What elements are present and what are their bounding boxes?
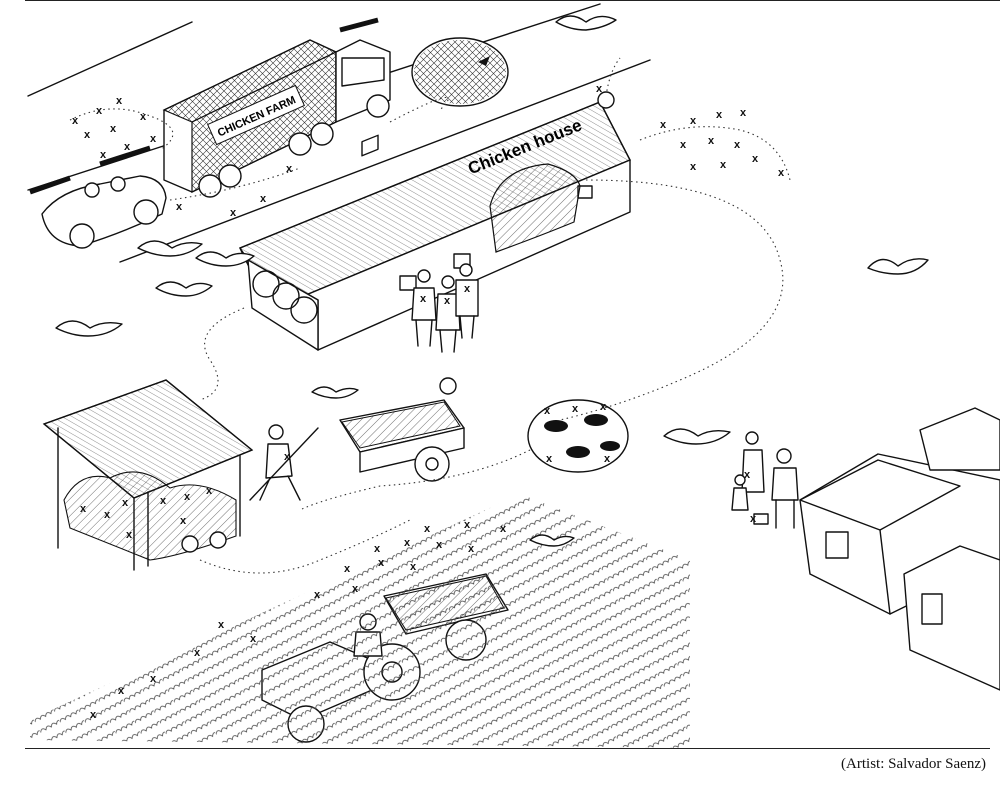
svg-text:x: x: [708, 135, 715, 147]
svg-text:x: x: [150, 673, 157, 685]
svg-text:x: x: [690, 161, 697, 173]
svg-text:x: x: [600, 401, 607, 413]
svg-text:x: x: [184, 491, 191, 503]
flies-inset: [527, 399, 629, 473]
svg-text:x: x: [122, 497, 129, 509]
svg-text:x: x: [84, 129, 91, 141]
svg-text:x: x: [160, 495, 167, 507]
svg-text:x: x: [140, 111, 147, 123]
svg-text:x: x: [444, 295, 451, 307]
worker-with-pitchfork: [249, 424, 319, 501]
houses: [799, 407, 1000, 691]
svg-text:x: x: [690, 115, 697, 127]
svg-text:x: x: [180, 515, 187, 527]
svg-text:x: x: [110, 123, 117, 135]
svg-text:x: x: [72, 115, 79, 127]
transmission-paths: [69, 57, 791, 574]
svg-text:x: x: [374, 543, 381, 555]
family-group: [731, 431, 799, 529]
svg-text:x: x: [500, 523, 507, 535]
svg-text:x: x: [284, 451, 291, 463]
bird-nest-inset: [439, 377, 457, 395]
svg-text:x: x: [218, 619, 225, 631]
chicken-farm-truck: CHICKEN FARM: [162, 39, 391, 198]
svg-text:x: x: [118, 685, 125, 697]
svg-text:x: x: [596, 83, 603, 95]
top-rule: [25, 0, 1000, 1]
car: [41, 175, 167, 249]
svg-text:x: x: [96, 105, 103, 117]
svg-text:x: x: [100, 149, 107, 161]
manure-trailer: [339, 399, 465, 482]
net-mesh: [414, 40, 506, 104]
svg-text:x: x: [468, 543, 475, 555]
svg-text:x: x: [716, 109, 723, 121]
svg-text:x: x: [720, 159, 727, 171]
svg-text:x: x: [90, 709, 97, 721]
svg-text:x: x: [344, 563, 351, 575]
svg-text:x: x: [250, 633, 257, 645]
flying-birds: [55, 15, 929, 547]
svg-text:x: x: [80, 503, 87, 515]
svg-text:x: x: [314, 589, 321, 601]
svg-text:x: x: [778, 167, 785, 179]
bottom-rule: [25, 748, 990, 749]
svg-text:x: x: [464, 519, 471, 531]
svg-text:x: x: [544, 405, 551, 417]
svg-text:x: x: [104, 509, 111, 521]
svg-text:x: x: [572, 403, 579, 415]
svg-text:x: x: [464, 283, 471, 295]
svg-text:x: x: [124, 141, 131, 153]
svg-text:x: x: [660, 119, 667, 131]
artist-credit: (Artist: Salvador Saenz): [841, 756, 986, 772]
workers-group: [411, 263, 479, 353]
svg-text:x: x: [286, 163, 293, 175]
contamination-marks: x x x x x x x x x x x x x x x x x x x x …: [72, 83, 785, 721]
svg-text:x: x: [420, 293, 427, 305]
svg-text:x: x: [260, 193, 267, 205]
svg-text:x: x: [752, 153, 759, 165]
svg-text:x: x: [404, 537, 411, 549]
trapped-bird: [478, 56, 490, 66]
svg-text:x: x: [176, 201, 183, 213]
svg-text:x: x: [410, 561, 417, 573]
svg-text:x: x: [734, 139, 741, 151]
svg-text:x: x: [436, 539, 443, 551]
svg-text:x: x: [424, 523, 431, 535]
svg-text:x: x: [378, 557, 385, 569]
svg-text:x: x: [230, 207, 237, 219]
svg-text:x: x: [150, 133, 157, 145]
svg-text:x: x: [604, 453, 611, 465]
svg-text:x: x: [206, 485, 213, 497]
svg-text:x: x: [744, 469, 751, 481]
sick-bird-inset: [597, 91, 615, 109]
svg-text:x: x: [194, 647, 201, 659]
chicken-house: Chicken house: [239, 101, 631, 351]
svg-text:x: x: [680, 139, 687, 151]
dust-bath-right: [209, 531, 227, 549]
dust-bath-left: [181, 535, 199, 553]
svg-text:x: x: [750, 513, 757, 525]
svg-text:x: x: [352, 583, 359, 595]
svg-text:x: x: [546, 453, 553, 465]
crop-field: [30, 494, 690, 748]
svg-text:x: x: [126, 529, 133, 541]
svg-text:x: x: [740, 107, 747, 119]
svg-text:x: x: [116, 95, 123, 107]
